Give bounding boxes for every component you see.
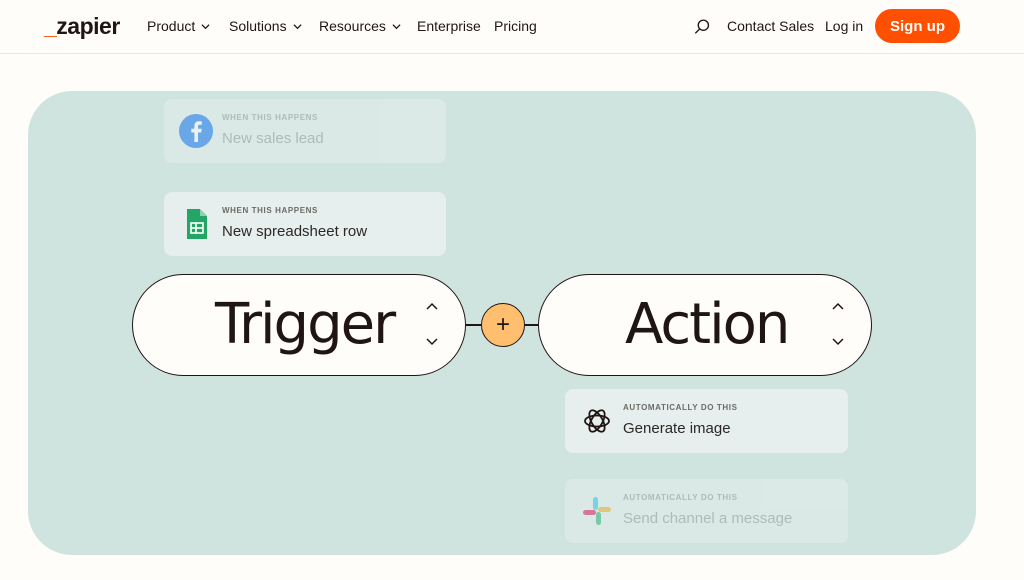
site-header: _zapier Product Solutions Resources Ente… xyxy=(0,0,1024,54)
slack-icon xyxy=(583,497,611,525)
chevron-up-icon[interactable] xyxy=(832,302,844,310)
logo-mark: _ xyxy=(44,13,57,39)
signup-button[interactable]: Sign up xyxy=(875,9,960,43)
search-icon[interactable] xyxy=(694,18,711,35)
action-card-slack[interactable]: AUTOMATICALLY DO THIS Send channel a mes… xyxy=(565,479,848,543)
card-label: Send channel a message xyxy=(623,510,793,527)
card-eyebrow: WHEN THIS HAPPENS xyxy=(222,113,318,122)
nav-resources-label: Resources xyxy=(319,18,386,34)
nav-resources[interactable]: Resources xyxy=(319,18,401,34)
nav-product-label: Product xyxy=(147,18,196,34)
contact-sales-link[interactable]: Contact Sales xyxy=(727,18,814,34)
nav-enterprise[interactable]: Enterprise xyxy=(417,18,481,34)
nav-product[interactable]: Product xyxy=(147,18,210,34)
trigger-card-facebook[interactable]: WHEN THIS HAPPENS New sales lead xyxy=(164,99,446,163)
openai-icon xyxy=(584,409,610,433)
chevron-down-icon[interactable] xyxy=(832,338,844,346)
trigger-word: Trigger xyxy=(215,292,396,357)
zapier-logo[interactable]: _zapier xyxy=(44,13,120,40)
card-label: New spreadsheet row xyxy=(222,223,368,240)
nav-pricing[interactable]: Pricing xyxy=(494,18,537,34)
nav-solutions[interactable]: Solutions xyxy=(229,18,302,34)
connector-line xyxy=(466,324,482,326)
nav-solutions-label: Solutions xyxy=(229,18,287,34)
card-label: Generate image xyxy=(623,420,731,437)
card-eyebrow: WHEN THIS HAPPENS xyxy=(222,206,318,215)
action-word: Action xyxy=(625,292,790,357)
connector-line xyxy=(525,324,539,326)
facebook-icon xyxy=(179,114,213,148)
login-label: Log in xyxy=(825,18,864,34)
nav-pricing-label: Pricing xyxy=(494,18,537,34)
trigger-card-sheets[interactable]: WHEN THIS HAPPENS New spreadsheet row xyxy=(164,192,446,256)
chevron-down-icon xyxy=(201,23,210,29)
chevron-down-icon[interactable] xyxy=(426,338,438,346)
login-link[interactable]: Log in xyxy=(825,18,863,34)
chevron-up-icon[interactable] xyxy=(426,302,438,310)
add-step-button[interactable]: + xyxy=(481,303,525,347)
card-eyebrow: AUTOMATICALLY DO THIS xyxy=(623,493,738,502)
trigger-selector[interactable]: Trigger xyxy=(132,274,466,376)
action-selector[interactable]: Action xyxy=(538,274,872,376)
action-card-openai[interactable]: AUTOMATICALLY DO THIS Generate image xyxy=(565,389,848,453)
nav-enterprise-label: Enterprise xyxy=(417,18,481,34)
chevron-down-icon xyxy=(293,23,302,29)
chevron-down-icon xyxy=(392,23,401,29)
card-eyebrow: AUTOMATICALLY DO THIS xyxy=(623,403,738,412)
logo-text: zapier xyxy=(56,13,120,39)
contact-sales-label: Contact Sales xyxy=(727,18,815,34)
card-label: New sales lead xyxy=(222,130,324,147)
google-sheets-icon xyxy=(187,209,207,239)
